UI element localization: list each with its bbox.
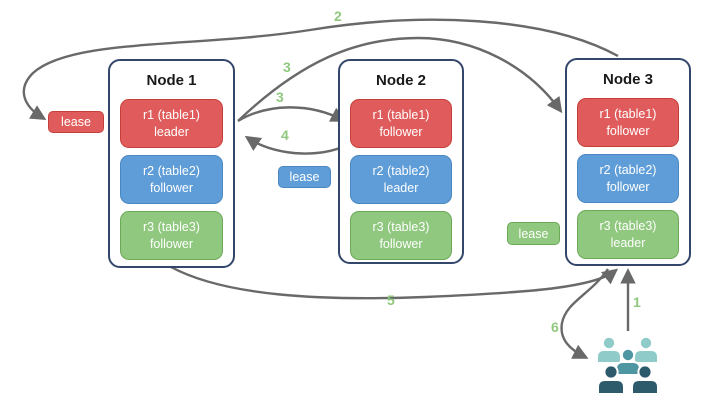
node-card-1: Node 1 r1 (table1) leader r2 (table2) fo… — [108, 59, 235, 268]
step-label-3b: 3 — [276, 89, 284, 105]
replica-r1-node2: r1 (table1) follower — [350, 99, 452, 148]
replica-label: r2 (table2) — [372, 164, 430, 179]
replica-label: r2 (table2) — [143, 164, 200, 179]
step-label-1: 1 — [633, 294, 641, 310]
replica-label: r3 (table3) — [599, 219, 657, 234]
replica-role: follower — [606, 179, 650, 194]
step-label-2: 2 — [334, 8, 342, 24]
replica-r3-node2: r3 (table3) follower — [350, 211, 452, 260]
replica-role: follower — [606, 123, 650, 138]
replica-label: r1 (table1) — [143, 108, 200, 123]
lease-badge-red: lease — [48, 111, 104, 133]
node-card-2: Node 2 r1 (table1) follower r2 (table2) … — [338, 59, 464, 264]
person-icon — [596, 335, 622, 364]
replica-r1-node3: r1 (table1) follower — [577, 98, 679, 147]
step-label-3a: 3 — [283, 59, 291, 75]
person-icon — [597, 364, 625, 395]
replica-label: r1 (table1) — [372, 108, 430, 123]
node-title: Node 1 — [146, 72, 197, 89]
person-icon — [631, 364, 659, 395]
replica-r3-node3: r3 (table3) leader — [577, 210, 679, 259]
replica-role: follower — [149, 180, 194, 195]
replica-role: leader — [154, 124, 189, 139]
arrow-step4-node2-to-leader — [244, 135, 353, 155]
replica-r3-node1: r3 (table3) follower — [120, 211, 223, 260]
arrow-step3-leader-to-node2 — [237, 106, 347, 123]
person-icon — [633, 335, 659, 364]
replica-role: leader — [610, 235, 646, 250]
replica-r2-node1: r2 (table2) follower — [120, 155, 223, 204]
replica-r1-node1: r1 (table1) leader — [120, 99, 223, 148]
replica-label: r2 (table2) — [599, 163, 657, 178]
replica-role: follower — [379, 124, 423, 139]
replica-r2-node2: r2 (table2) leader — [350, 155, 452, 204]
step-label-4: 4 — [281, 127, 289, 143]
replica-role: follower — [149, 236, 194, 251]
replica-role: follower — [379, 236, 423, 251]
replica-role: leader — [383, 180, 419, 195]
replica-label: r3 (table3) — [372, 220, 430, 235]
node-title: Node 3 — [602, 71, 653, 88]
lease-badge-blue: lease — [278, 166, 331, 188]
replica-r2-node3: r2 (table2) follower — [577, 154, 679, 203]
node-card-3: Node 3 r1 (table1) follower r2 (table2) … — [565, 58, 691, 266]
step-label-6: 6 — [551, 319, 559, 335]
users-icon — [596, 335, 659, 395]
node-title: Node 2 — [375, 72, 426, 89]
replica-label: r1 (table1) — [599, 107, 657, 122]
lease-badge-green: lease — [507, 222, 560, 245]
replica-label: r3 (table3) — [143, 220, 200, 235]
step-label-5: 5 — [387, 292, 395, 308]
